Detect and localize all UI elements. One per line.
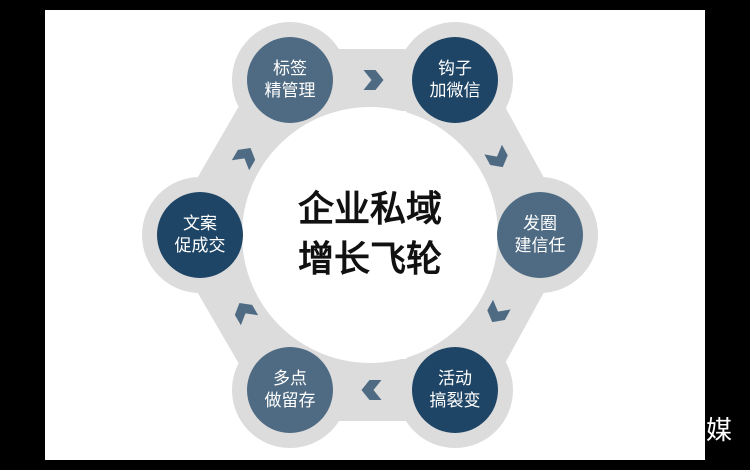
node-line-1: 标签 (273, 59, 307, 79)
watermark: 媒 (706, 416, 733, 446)
node-line-2: 做留存 (264, 391, 316, 411)
flywheel-node: 钩子加微信 (412, 37, 498, 123)
node-line-2: 建信任 (514, 236, 566, 256)
chevron-right-icon (234, 302, 259, 326)
title-line-1: 企业私域 (297, 189, 442, 230)
chevron-right-icon (484, 144, 508, 168)
node-line-1: 钩子 (438, 59, 472, 79)
node-line-2: 促成交 (174, 236, 226, 256)
node-line-1: 文案 (183, 214, 217, 234)
flywheel-node: 活动搞裂变 (412, 347, 498, 433)
chevron-right-icon (231, 147, 256, 171)
node-line-2: 搞裂变 (429, 391, 481, 411)
flywheel-node: 文案促成交 (157, 192, 243, 278)
node-line-2: 加微信 (429, 81, 481, 101)
flywheel-title: 企业私域 增长飞轮 (270, 185, 470, 285)
flywheel-node: 发圈建信任 (497, 192, 583, 278)
node-line-1: 发圈 (523, 214, 557, 234)
chevron-right-icon (487, 299, 511, 323)
node-line-2: 精管理 (264, 81, 316, 101)
center-hole (242, 107, 498, 363)
flywheel-node: 标签精管理 (247, 37, 333, 123)
flywheel-node: 多点做留存 (247, 347, 333, 433)
chevron-right-icon (361, 380, 382, 400)
title-line-2: 增长飞轮 (297, 239, 442, 280)
node-line-1: 活动 (438, 369, 472, 389)
chevron-right-icon (363, 70, 384, 90)
node-line-1: 多点 (273, 369, 307, 389)
